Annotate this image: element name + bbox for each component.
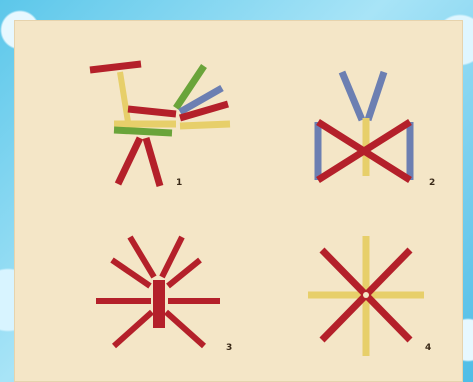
figure-4-star xyxy=(308,236,424,356)
figure-number-4: 4 xyxy=(425,343,431,353)
figure-1-bird xyxy=(90,64,230,186)
figure-2-butterfly xyxy=(318,72,410,180)
figure-3-sun xyxy=(96,237,220,346)
figure-number-2: 2 xyxy=(429,178,435,188)
figure-number-3: 3 xyxy=(226,343,232,353)
figure-number-1: 1 xyxy=(176,178,182,188)
